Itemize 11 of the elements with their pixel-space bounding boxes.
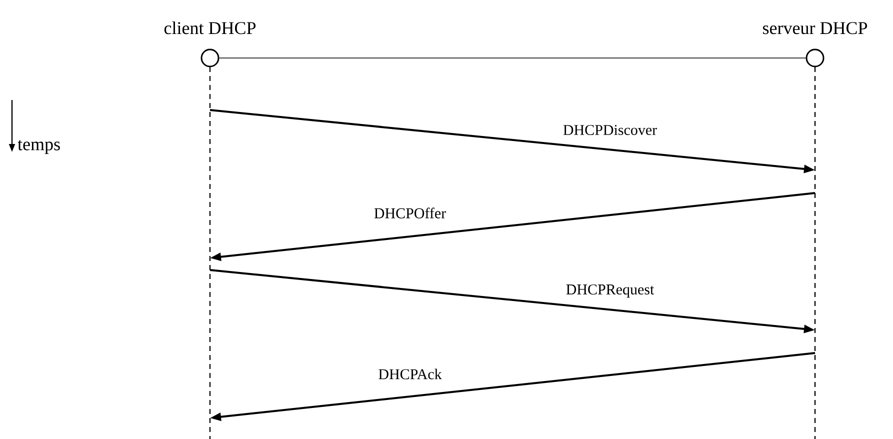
- lifeline: [209, 67, 211, 439]
- node-label: serveur DHCP: [763, 22, 868, 34]
- node-label: client DHCP: [164, 22, 256, 34]
- axis-label: temps: [18, 140, 60, 154]
- lifeline-head: serveur DHCP: [763, 22, 868, 68]
- edge-label: DHCPOffer: [372, 206, 448, 220]
- edge-label: DHCPAck: [377, 368, 443, 380]
- lifeline-head: client DHCP: [164, 22, 256, 68]
- edge-label: DHCPDiscover: [562, 124, 658, 136]
- edge-label: DHCPRequest: [564, 283, 656, 299]
- lifeline: [814, 67, 816, 439]
